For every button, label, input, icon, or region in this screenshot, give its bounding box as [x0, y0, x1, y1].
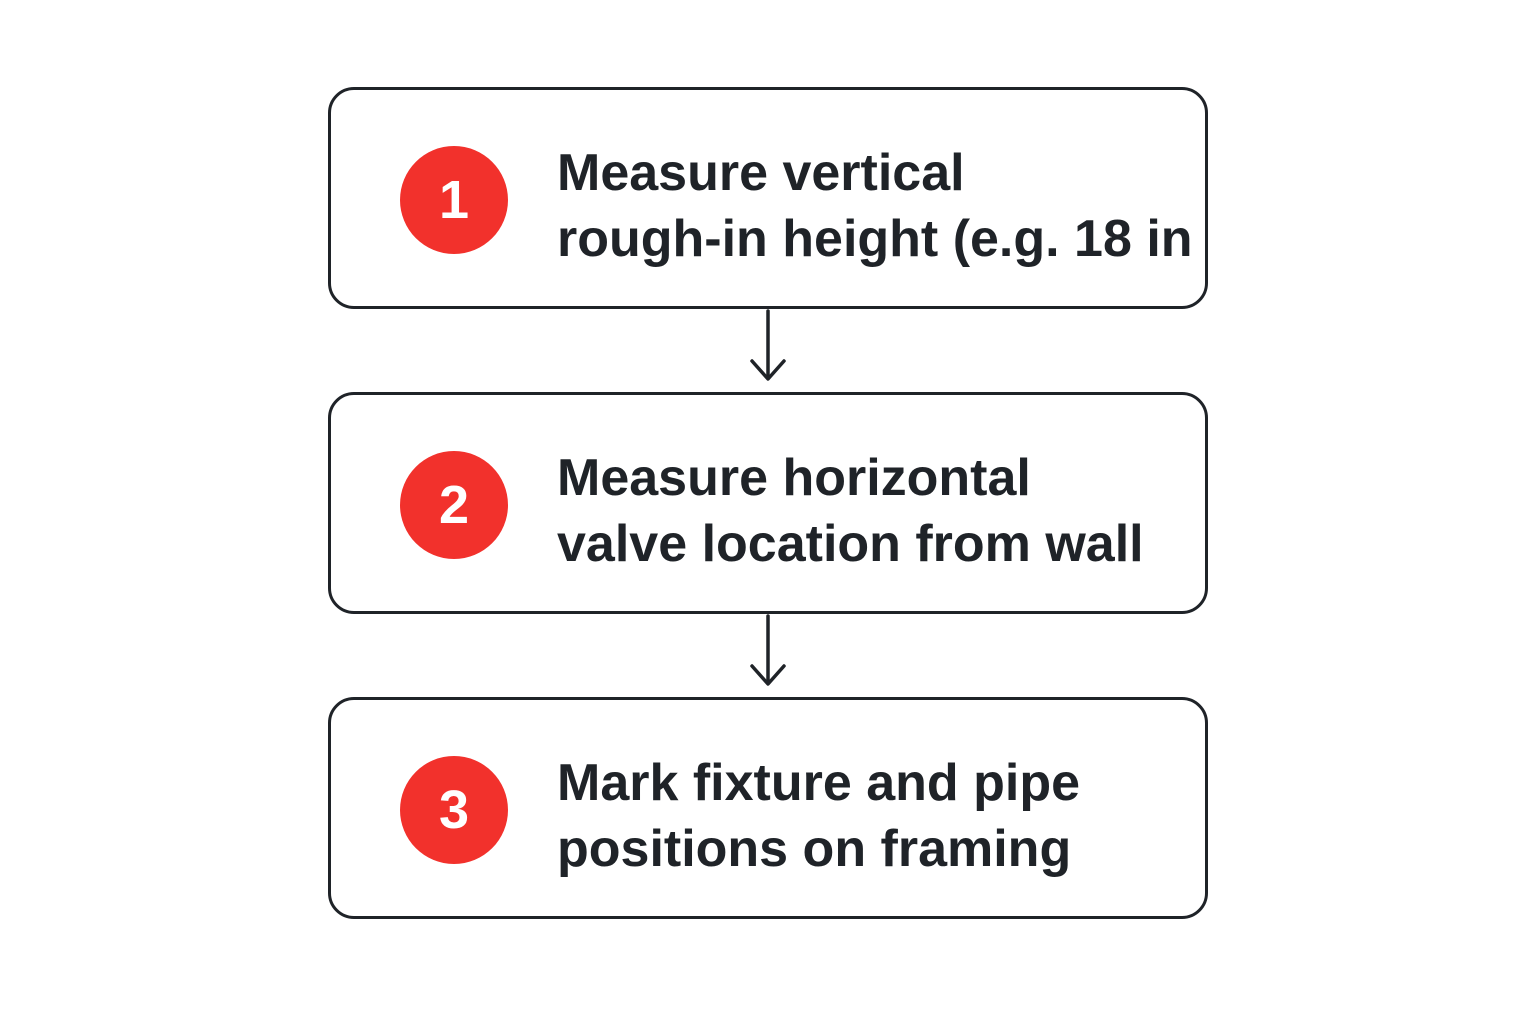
arrow-down-icon: [750, 309, 786, 381]
step-text-line: positions on framing: [557, 820, 1072, 878]
step-description: Measure vertical rough-in height (e.g. 1…: [557, 140, 1197, 272]
step-text-line: rough-in height (e.g. 18 in: [557, 210, 1193, 268]
step-box-3: 3 Mark fixture and pipe positions on fra…: [328, 697, 1208, 919]
step-text-line: Measure vertical: [557, 144, 965, 202]
step-box-1: 1 Measure vertical rough-in height (e.g.…: [328, 87, 1208, 309]
step-text-line: Mark fixture and pipe: [557, 754, 1080, 812]
step-number-badge: 1: [400, 146, 508, 254]
step-text-line: valve location from wall: [557, 515, 1144, 573]
step-number-badge: 3: [400, 756, 508, 864]
arrow-down-icon: [750, 614, 786, 686]
step-number-badge: 2: [400, 451, 508, 559]
step-text-line: Measure horizontal: [557, 449, 1031, 507]
step-description: Measure horizontal valve location from w…: [557, 445, 1197, 577]
step-box-2: 2 Measure horizontal valve location from…: [328, 392, 1208, 614]
step-description: Mark fixture and pipe positions on frami…: [557, 750, 1197, 882]
